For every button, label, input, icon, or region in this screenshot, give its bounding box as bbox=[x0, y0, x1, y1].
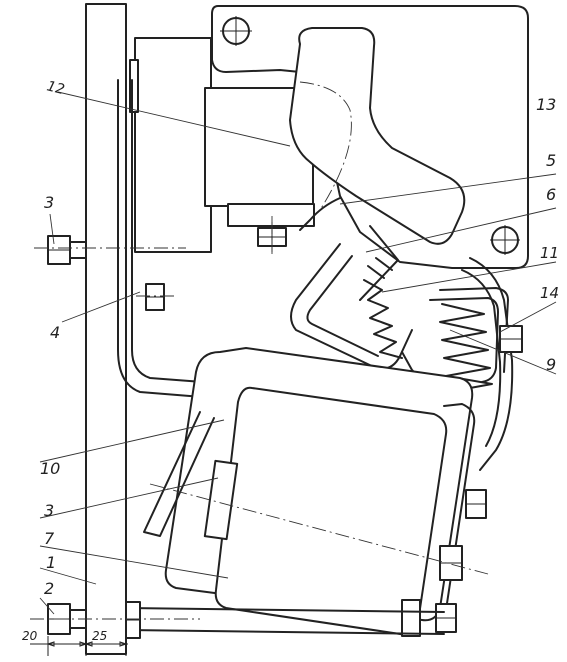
spring-holder-left bbox=[290, 225, 413, 370]
nut-bracket bbox=[145, 283, 165, 311]
label-11: 11 bbox=[540, 244, 559, 262]
part-labels: 12 13 5 6 11 14 9 3 4 10 3 7 1 2 20 25 bbox=[22, 78, 559, 643]
label-13: 13 bbox=[536, 95, 556, 114]
label-12: 12 bbox=[45, 78, 66, 98]
side-strap bbox=[461, 257, 514, 471]
label-10: 10 bbox=[40, 459, 60, 478]
dim-20: 20 bbox=[22, 629, 38, 643]
label-5: 5 bbox=[546, 151, 556, 170]
leader-lines bbox=[39, 91, 557, 615]
dim-25: 25 bbox=[92, 629, 107, 643]
spring-left bbox=[363, 279, 403, 359]
coil-assembly bbox=[143, 347, 476, 636]
label-6: 6 bbox=[546, 185, 556, 204]
centerlines bbox=[30, 216, 489, 620]
label-4: 4 bbox=[50, 323, 60, 342]
armature-block bbox=[129, 37, 315, 253]
label-3-bottom: 3 bbox=[44, 501, 54, 520]
bottom-rod bbox=[125, 601, 445, 639]
label-2: 2 bbox=[44, 579, 54, 598]
contact-lever bbox=[289, 27, 466, 245]
label-1: 1 bbox=[46, 553, 56, 572]
label-7: 7 bbox=[44, 529, 55, 548]
mounting-plate bbox=[85, 3, 127, 655]
label-14: 14 bbox=[540, 284, 559, 302]
label-3-top: 3 bbox=[44, 193, 54, 212]
label-9: 9 bbox=[546, 355, 556, 374]
dimension-lines bbox=[30, 636, 128, 656]
